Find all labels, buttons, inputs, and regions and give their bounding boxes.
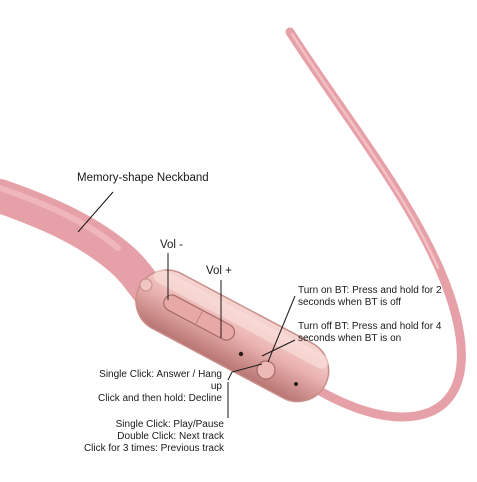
neckband	[0, 179, 165, 307]
mic-hole	[294, 382, 298, 386]
bt-off-line-2: seconds when BT is on	[298, 333, 402, 344]
answer-line-2: Click and then hold: Decline	[98, 393, 222, 404]
answer-line-1: Single Click: Answer / Hang up	[99, 369, 222, 392]
play-line-3: Click for 3 times: Previous track	[83, 443, 224, 454]
bt-on-line-2: seconds when BT is off	[298, 297, 402, 308]
leader-line-answer	[227, 363, 263, 381]
answer-label: Single Click: Answer / Hang up Click and…	[86, 369, 222, 405]
vol-plus-label: Vol +	[206, 265, 232, 277]
bt-off-line-1: Turn off BT: Press and hold for 4	[298, 321, 442, 332]
play-label: Single Click: Play/Pause Double Click: N…	[74, 419, 224, 455]
bt-on-label: Turn on BT: Press and hold for 2 seconds…	[298, 285, 442, 309]
neckband-highlight	[0, 185, 121, 251]
status-light	[139, 278, 153, 292]
multifunction-button[interactable]	[256, 360, 276, 380]
leader-line-bt-off	[261, 339, 296, 357]
vol-minus-label: Vol -	[160, 239, 184, 251]
play-line-1: Single Click: Play/Pause	[115, 419, 224, 430]
bt-off-label: Turn off BT: Press and hold for 4 second…	[298, 321, 441, 345]
earphone-cable-shine	[290, 32, 440, 270]
play-line-2: Double Click: Next track	[117, 431, 224, 442]
leader-line-bt-on	[267, 295, 296, 363]
volume-rocker[interactable]	[161, 292, 237, 343]
neckband-label: Memory-shape Neckband	[77, 172, 209, 184]
leader-line-neckband	[77, 191, 114, 233]
bt-on-line-1: Turn on BT: Press and hold for 2	[298, 285, 442, 296]
mic-hole	[238, 351, 244, 357]
